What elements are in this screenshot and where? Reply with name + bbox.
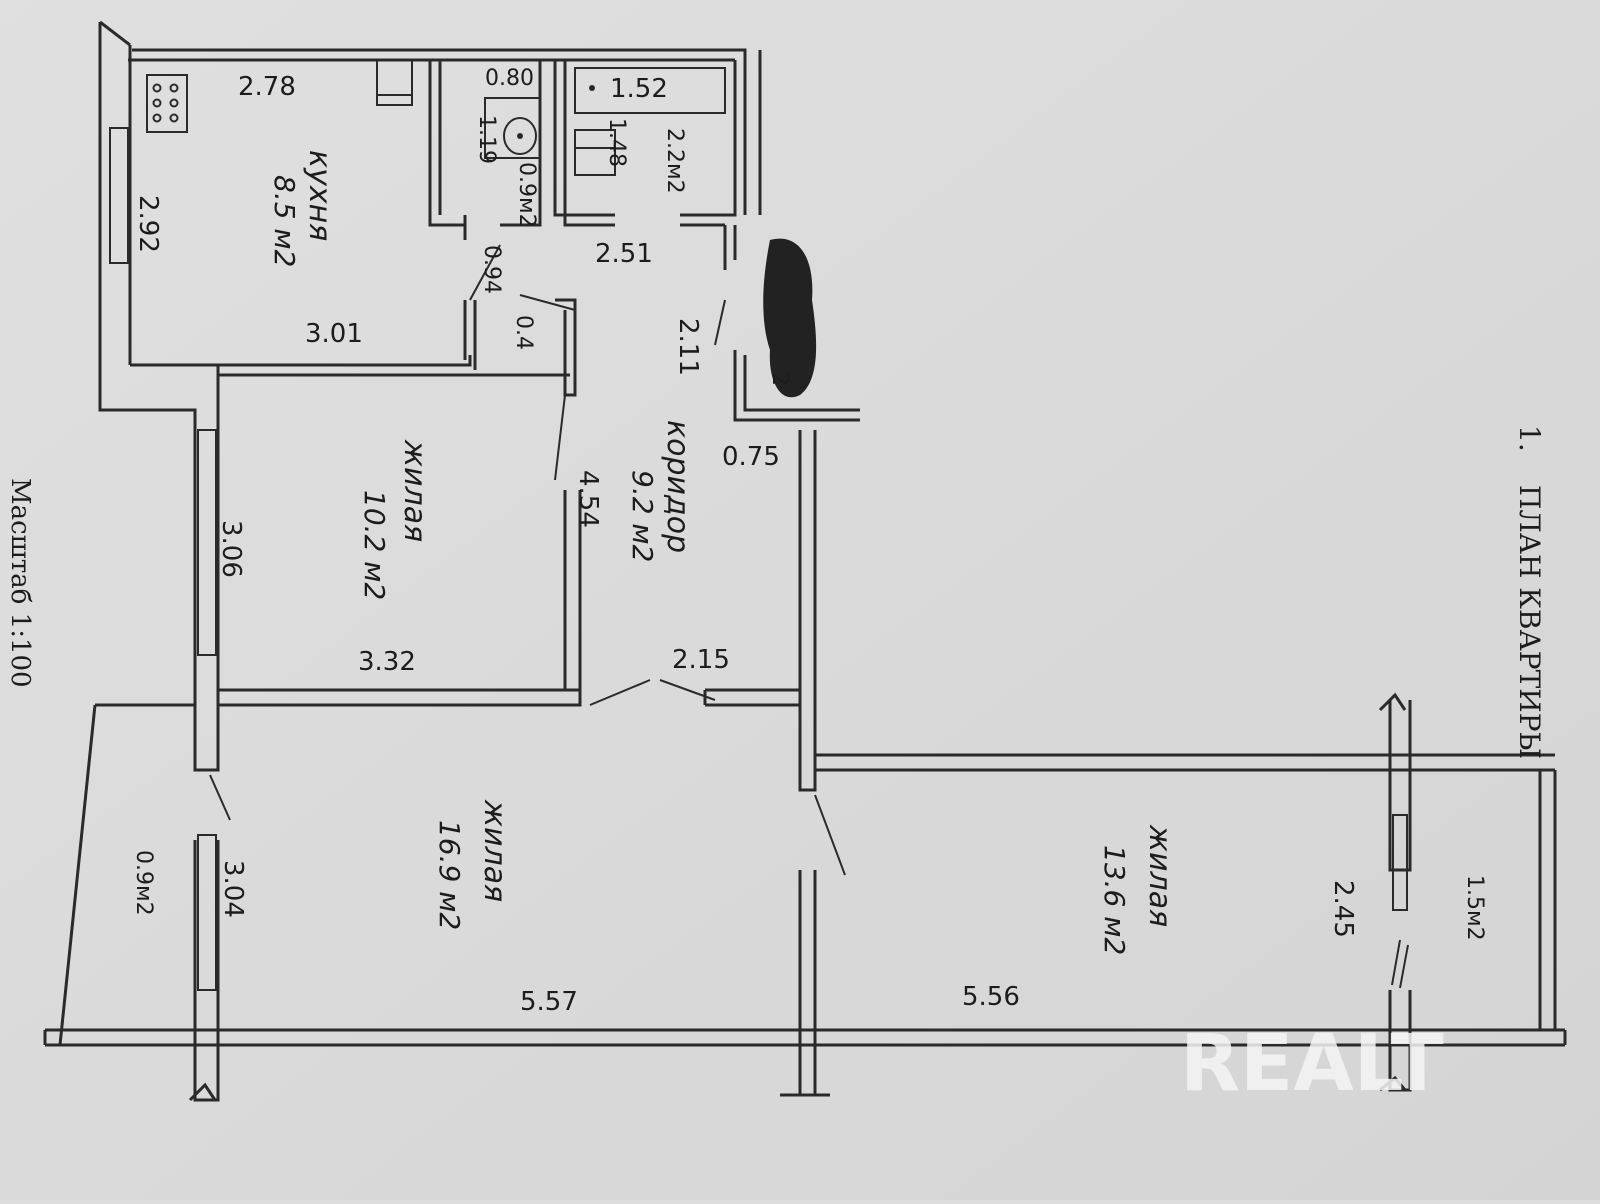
kitchen-sink — [376, 59, 413, 106]
bath-sink — [574, 129, 616, 176]
scale-label: Масштаб 1:100 — [5, 478, 35, 688]
living-small-area: 10.2 м2 — [358, 490, 391, 600]
door-swings — [469, 244, 846, 876]
dim-4-54: 4.54 — [573, 470, 603, 528]
dim-3-04: 3.04 — [218, 860, 248, 918]
corridor-label: коридор 9.2 м2 — [626, 420, 695, 562]
dim-0-94: 0.94 — [479, 245, 504, 294]
living-small-name: жилая — [397, 439, 432, 542]
room-window-2 — [197, 834, 217, 991]
dim-2-78: 2.78 — [238, 72, 296, 102]
kitchen-stove — [146, 74, 188, 133]
dim-2-45: 2.45 — [1328, 880, 1358, 938]
balcony-door-swing — [209, 774, 231, 821]
kitchen-name: кухня — [302, 150, 337, 241]
balcony-left-area: 0.9м2 — [131, 850, 156, 916]
wc-area: 0.9м2 — [514, 162, 539, 228]
corridor-name: коридор — [660, 420, 695, 553]
balcony-right-area: 1.5м2 — [1462, 875, 1487, 941]
balcony-door-right — [1391, 939, 1409, 989]
dim-3-06: 3.06 — [216, 520, 246, 578]
plan-number: 1. — [1513, 425, 1546, 452]
dim-1-48: 1.48 — [604, 118, 629, 167]
dim-2-11: 2.11 — [673, 318, 703, 376]
living-right-label: жилая 13.6 м2 — [1098, 824, 1177, 955]
dim-0-75: 0.75 — [722, 442, 780, 472]
bathtub — [574, 67, 726, 114]
dim-1-19: 1.19 — [474, 115, 499, 164]
dim-2-51: 2.51 — [595, 239, 653, 269]
left-windows — [109, 127, 231, 991]
living-large-area: 16.9 м2 — [433, 820, 466, 930]
toilet-fixture — [484, 97, 541, 159]
dim-5-56: 5.56 — [962, 982, 1020, 1012]
living-right-name: жилая — [1142, 824, 1177, 927]
redaction-mark — [763, 238, 817, 398]
living-large-name: жилая — [477, 799, 512, 902]
living-large-label: жилая 16.9 м2 — [433, 799, 512, 930]
bath-area: 2.2м2 — [662, 128, 687, 194]
right-room-window — [1392, 814, 1408, 911]
dim-3-32: 3.32 — [358, 647, 416, 677]
dim-2-92: 2.92 — [133, 195, 163, 253]
living-small-label: жилая 10.2 м2 — [358, 439, 432, 600]
kitchen-area: 8.5 м2 — [268, 175, 301, 267]
corridor-area: 9.2 м2 — [626, 470, 659, 562]
interior-walls — [218, 60, 1557, 1097]
living-right-area: 13.6 м2 — [1098, 845, 1131, 955]
closet-area: 0.4 — [511, 315, 536, 350]
redacted-dim-residue: 2 — [767, 372, 792, 386]
dim-1-52: 1.52 — [610, 74, 668, 104]
realt-watermark: REALT — [1180, 1019, 1444, 1109]
kitchen-label: кухня 8.5 м2 — [268, 150, 337, 267]
kitchen-window — [109, 127, 129, 264]
dim-0-80: 0.80 — [485, 66, 534, 91]
dim-3-01: 3.01 — [305, 319, 363, 349]
plan-title: ПЛАН КВАРТИРЫ — [1513, 485, 1546, 759]
dim-2-15: 2.15 — [672, 645, 730, 675]
room-window-1 — [197, 429, 217, 656]
dim-5-57: 5.57 — [520, 987, 578, 1017]
